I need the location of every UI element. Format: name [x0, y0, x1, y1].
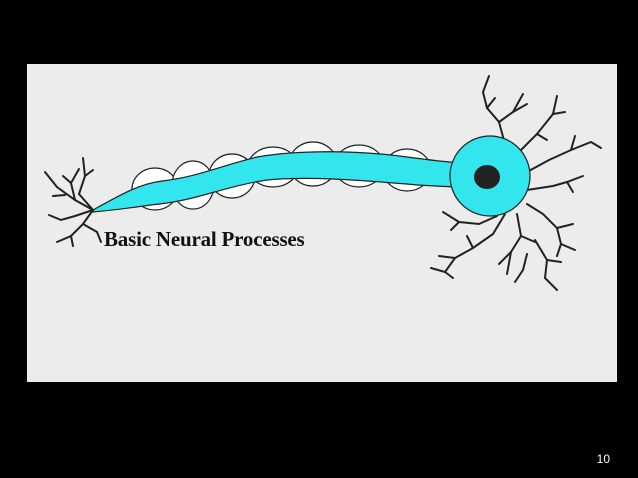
axon-terminals — [44, 157, 102, 247]
nucleus — [474, 165, 500, 189]
page-number: 10 — [596, 452, 610, 466]
neuron-icon — [44, 75, 602, 291]
slide-panel: Basic Neural Processes — [27, 64, 617, 382]
slide-title: Basic Neural Processes — [104, 227, 305, 251]
dendrites — [430, 75, 602, 291]
